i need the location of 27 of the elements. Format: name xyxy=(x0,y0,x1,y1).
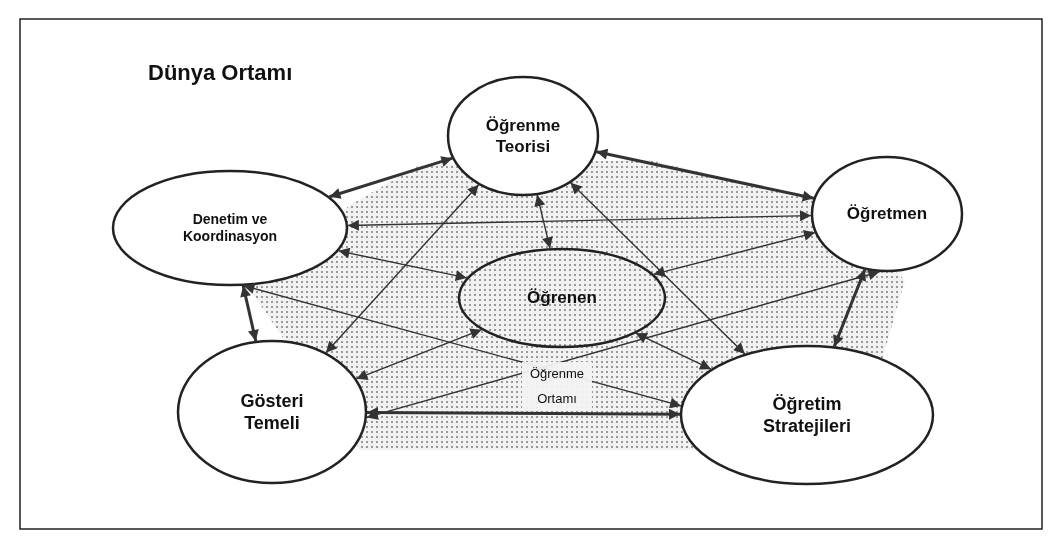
arrow xyxy=(596,148,815,202)
circle-node xyxy=(447,76,599,196)
arrow xyxy=(337,247,468,282)
node-label: Öğretmen xyxy=(845,203,929,225)
arrow xyxy=(329,156,453,199)
arrow xyxy=(569,182,746,355)
arrow xyxy=(635,332,712,370)
node-label: Öğretim Stratejileri xyxy=(761,392,852,438)
arrow xyxy=(355,328,483,380)
node-label: Denetim ve Koordinasyon xyxy=(181,210,279,246)
arrow xyxy=(367,407,680,420)
frame-label: Dünya Ortamı xyxy=(148,60,294,87)
arrow xyxy=(366,269,881,420)
arrow xyxy=(325,184,480,354)
circle-node xyxy=(177,340,367,484)
arrow xyxy=(652,230,816,277)
node-label: Öğrenme Teorisi xyxy=(484,114,562,158)
arrow xyxy=(534,194,553,250)
node-label: Gösteri Temeli xyxy=(239,389,305,435)
node-label: Öğrenen xyxy=(526,287,598,309)
arrow xyxy=(832,268,867,348)
arrow xyxy=(347,210,812,231)
circle-node xyxy=(112,170,348,286)
circle-node xyxy=(680,345,934,485)
circle-node xyxy=(811,156,963,272)
circle-node xyxy=(458,248,666,348)
arrow xyxy=(240,285,259,342)
